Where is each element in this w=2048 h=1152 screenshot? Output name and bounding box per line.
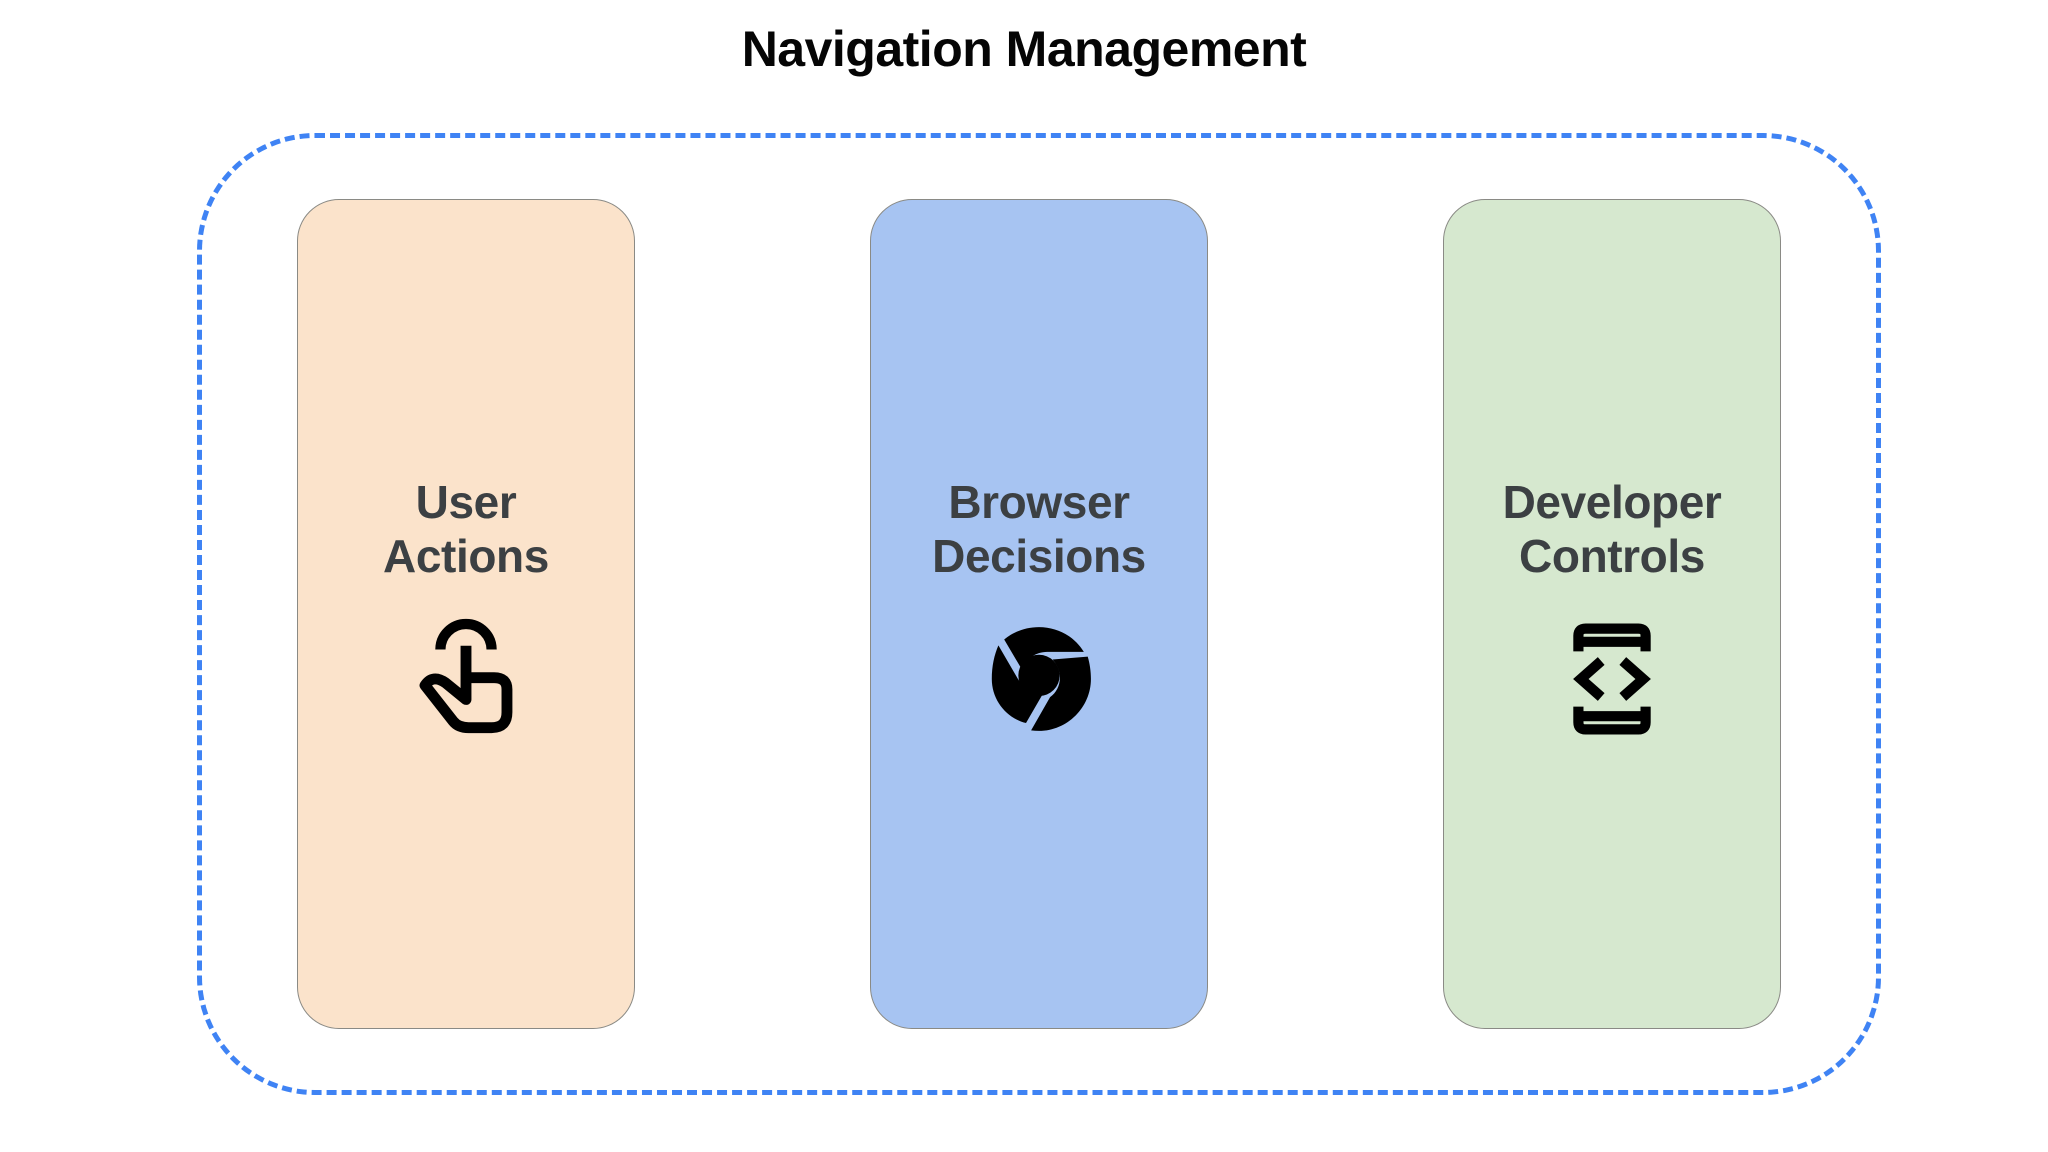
page-title: Navigation Management: [741, 21, 1307, 77]
card-label-user-actions: User Actions: [383, 475, 549, 582]
card-developer-controls[interactable]: Developer Controls: [1443, 199, 1781, 1029]
navigation-management-group-boundary: [197, 133, 1881, 1095]
developer-mode-code-icon: [1548, 615, 1676, 743]
chrome-browser-icon: [975, 615, 1103, 743]
card-content: Developer Controls: [1503, 475, 1722, 744]
card-user-actions[interactable]: User Actions: [297, 199, 635, 1029]
card-label-browser-decisions: Browser Decisions: [932, 475, 1146, 582]
tap-gesture-icon: [402, 615, 530, 743]
card-content: Browser Decisions: [932, 475, 1146, 744]
card-browser-decisions[interactable]: Browser Decisions: [870, 199, 1208, 1029]
cards-row: User Actions: [197, 133, 1881, 1095]
card-content: User Actions: [383, 475, 549, 744]
card-label-developer-controls: Developer Controls: [1502, 475, 1722, 582]
